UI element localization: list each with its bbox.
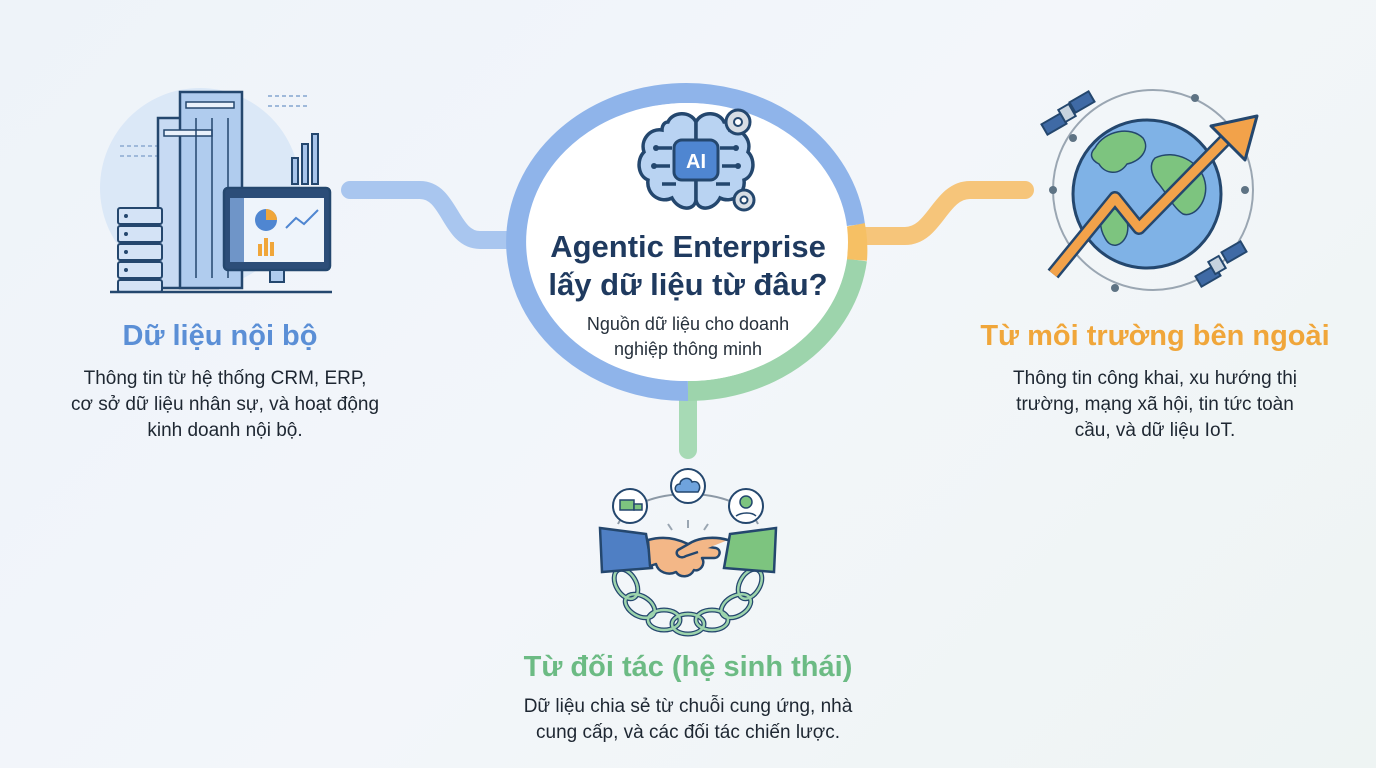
center-title: Agentic Enterprise lấy dữ liệu từ đâu? bbox=[520, 228, 856, 304]
office-building-server-dashboard-icon bbox=[100, 88, 332, 294]
partner-data-title: Từ đối tác (hệ sinh thái) bbox=[523, 651, 853, 683]
internal-desc-line: kinh doanh nội bộ. bbox=[147, 420, 303, 441]
external-desc-line: Thông tin công khai, xu hướng thị bbox=[1013, 368, 1297, 389]
internal-desc-line: cơ sở dữ liệu nhân sự, và hoạt động bbox=[70, 394, 380, 415]
partner-desc-line: cung cấp, và các đối tác chiến lược. bbox=[536, 722, 840, 743]
globe-satellite-growth-arrow-icon bbox=[1040, 89, 1259, 292]
ai-brain-gear-icon: AI bbox=[637, 108, 756, 212]
handshake-chain-ecosystem-icon bbox=[598, 468, 778, 637]
partner-desc-line: Dữ liệu chia sẻ từ chuỗi cung ứng, nhà bbox=[523, 696, 853, 717]
center-title-line1: Agentic Enterprise bbox=[550, 229, 826, 264]
external-desc-line: cầu, và dữ liệu IoT. bbox=[1074, 420, 1236, 441]
center-subtitle: Nguồn dữ liệu cho doanh nghiệp thông min… bbox=[560, 312, 816, 362]
partner-data-description: Dữ liệu chia sẻ từ chuỗi cung ứng, nhà c… bbox=[488, 694, 888, 746]
internal-data-title: Dữ liệu nội bộ bbox=[122, 320, 318, 352]
external-data-title: Từ môi trường bên ngoài bbox=[980, 320, 1330, 352]
internal-desc-line: Thông tin từ hệ thống CRM, ERP, bbox=[83, 368, 367, 389]
center-title-line2: lấy dữ liệu từ đâu? bbox=[548, 267, 828, 302]
svg-text:AI: AI bbox=[686, 151, 706, 173]
external-data-description: Thông tin công khai, xu hướng thị trường… bbox=[975, 366, 1335, 444]
center-subtitle-line2: nghiệp thông minh bbox=[613, 339, 763, 359]
internal-data-description: Thông tin từ hệ thống CRM, ERP, cơ sở dữ… bbox=[40, 366, 410, 444]
external-desc-line: trường, mạng xã hội, tin tức toàn bbox=[1016, 394, 1294, 415]
center-subtitle-line1: Nguồn dữ liệu cho doanh bbox=[586, 314, 790, 334]
